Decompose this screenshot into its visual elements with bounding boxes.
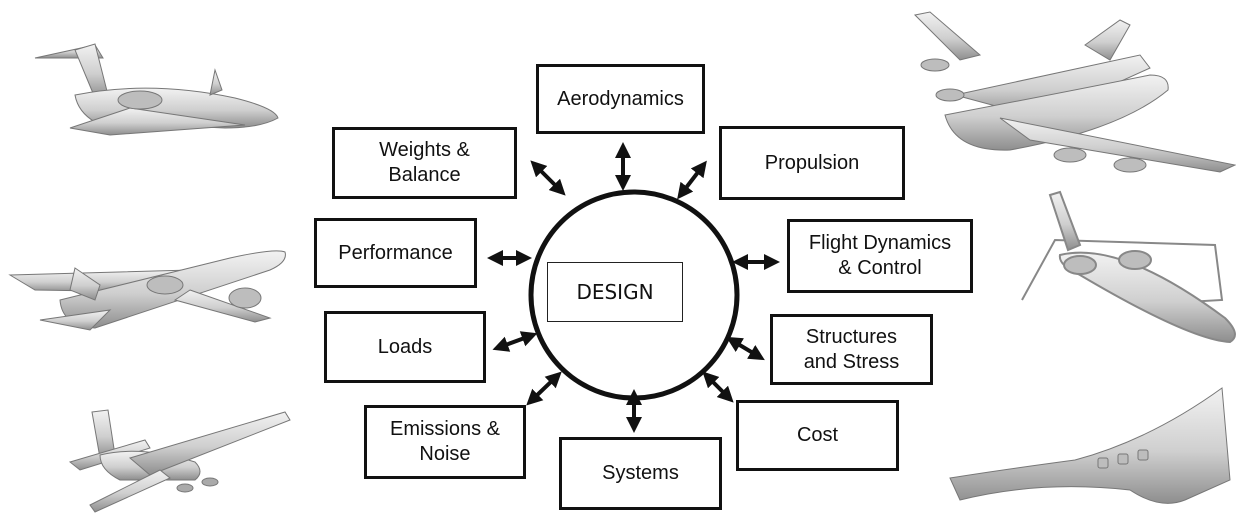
blended-wing-body-icon: [949, 387, 1231, 504]
arrow-loads: [492, 331, 538, 352]
arrow-propulsion: [677, 160, 707, 200]
emissions-label: Emissions & Noise: [389, 418, 501, 465]
cost-label: Cost: [796, 424, 839, 446]
aerodynamics-label: Aerodynamics: [557, 87, 684, 110]
arrow-cost: [702, 371, 734, 403]
box-systems: Systems: [559, 437, 722, 510]
flight-dynamics-label: Flight Dynamics & Control: [808, 232, 952, 279]
box-weights: Weights & Balance: [332, 127, 517, 199]
box-wing-aircraft-icon: [1021, 190, 1236, 344]
design-label: DESIGN: [547, 262, 683, 322]
arrow-emissions: [526, 371, 562, 406]
box-aerodynamics: Aerodynamics: [536, 64, 705, 134]
box-propulsion: Propulsion: [719, 126, 905, 200]
airliner-icon: [8, 250, 286, 331]
arrow-weights: [530, 160, 566, 196]
weights-label: Weights & Balance: [379, 139, 470, 186]
box-emissions: Emissions & Noise: [364, 405, 526, 479]
box-flight-dynamics: Flight Dynamics & Control: [787, 219, 973, 293]
box-performance: Performance: [314, 218, 477, 288]
box-structures: Structures and Stress: [770, 314, 933, 385]
design-label-text: DESIGN: [576, 280, 654, 304]
structures-label: Structures and Stress: [803, 325, 900, 373]
performance-label: Performance: [338, 241, 453, 264]
box-cost: Cost: [736, 400, 899, 471]
aerobatic-plane-icon: [68, 409, 291, 513]
business-jet-icon: [34, 43, 279, 136]
systems-label: Systems: [602, 462, 679, 484]
four-engine-jet-icon: [913, 11, 1236, 173]
arrow-structures: [726, 336, 765, 361]
loads-label: Loads: [377, 335, 433, 358]
propulsion-label: Propulsion: [764, 151, 860, 174]
box-loads: Loads: [324, 311, 486, 383]
